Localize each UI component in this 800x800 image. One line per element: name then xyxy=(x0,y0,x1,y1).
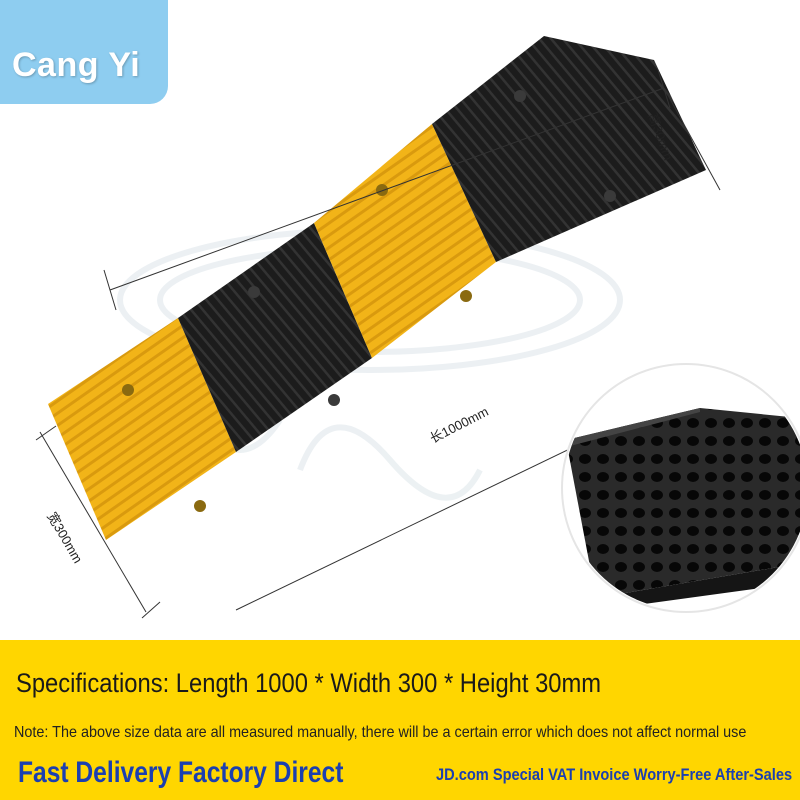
footer-slogan: Fast Delivery Factory Direct xyxy=(18,756,344,789)
brand-name: Cang Yi xyxy=(12,46,141,84)
yellow-segment xyxy=(48,318,236,540)
black-segment xyxy=(432,36,706,262)
product-image-area: 高30mm 长1000mm 宽300mm Cang Yi xyxy=(0,0,800,619)
rubber-underside-closeup xyxy=(561,363,800,613)
footer-service: JD.com Special VAT Invoice Worry-Free Af… xyxy=(435,765,792,784)
specifications-band xyxy=(0,640,800,800)
measurement-note: Note: The above size data are all measur… xyxy=(14,724,747,741)
yellow-segment xyxy=(314,124,496,358)
specifications-title: Specifications: Length 1000 * Width 300 … xyxy=(16,668,602,698)
black-segment xyxy=(178,223,372,452)
brand-badge: Cang Yi xyxy=(0,0,168,104)
note-container: Note: The above size data are all measur… xyxy=(0,716,800,746)
speed-bump-product xyxy=(48,36,706,540)
speed-bump-illustration xyxy=(35,36,800,619)
